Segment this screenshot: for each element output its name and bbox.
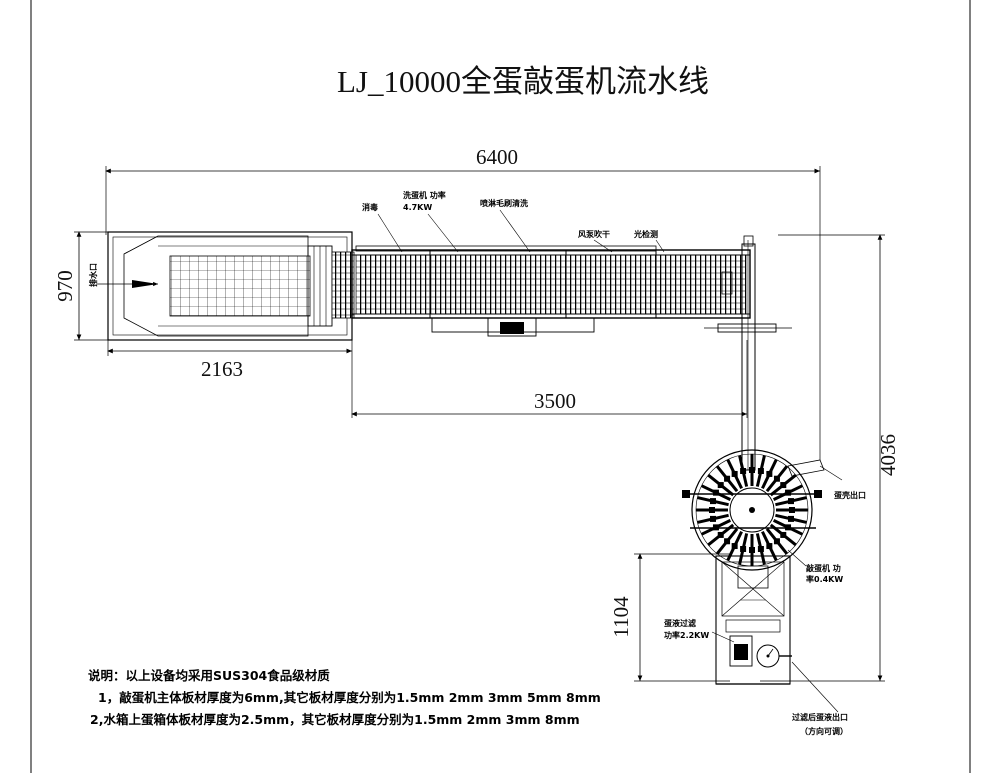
breaker-cup xyxy=(789,507,795,513)
breaker-cup xyxy=(780,531,787,538)
dimension-tank-length: 2163 xyxy=(107,340,353,418)
label-filter-power: 功率2.2KW xyxy=(664,630,709,640)
dimension-overall-length: 6400 xyxy=(105,145,821,460)
label-drain-outlet: 排水口 xyxy=(88,263,98,287)
breaker-cup xyxy=(749,547,755,553)
breaker-cup xyxy=(749,467,755,473)
breaker-cup xyxy=(740,545,747,552)
breaker-cup xyxy=(773,475,780,482)
vertical-elevator xyxy=(704,235,792,471)
breaker-cup xyxy=(787,515,794,522)
breaker-cup xyxy=(717,531,724,538)
dimension-overall-height: 4036 xyxy=(760,234,900,682)
page-frame xyxy=(30,0,971,773)
breaker-cup xyxy=(785,489,792,496)
dim-6400: 6400 xyxy=(476,145,518,169)
drawing-title: LJ_10000全蛋敲蛋机流水线 xyxy=(337,64,709,99)
label-brush-spray: 喷淋毛刷清洗 xyxy=(480,198,528,208)
water-tank xyxy=(96,231,353,341)
breaker-cup xyxy=(780,482,787,489)
dim-4036: 4036 xyxy=(876,434,900,476)
label-shell-outlet: 蛋壳出口 xyxy=(834,490,866,500)
note-line-3: 2,水箱上蛋箱体板材厚度为2.5mm，其它板材厚度分别为1.5mm 2mm 3m… xyxy=(90,712,580,727)
dimension-tank-width: 970 xyxy=(53,231,108,341)
breaker-cup xyxy=(731,543,738,550)
dim-1104: 1104 xyxy=(609,596,633,638)
note-line-1: 说明：以上设备均采用SUS304食品级材质 xyxy=(88,668,330,683)
breaker-cup xyxy=(709,507,715,513)
breaker-wheel xyxy=(682,449,843,571)
breaker-cup xyxy=(766,543,773,550)
dimension-washer-length: 3500 xyxy=(351,340,748,418)
label-light-inspect: 光检测 xyxy=(633,229,658,239)
breaker-cup xyxy=(710,515,717,522)
label-filter: 蛋液过滤 xyxy=(664,618,696,628)
label-washer: 洗蛋机 功率 xyxy=(403,190,446,200)
filter-unit xyxy=(711,549,839,713)
drain-flow-icon xyxy=(132,280,158,288)
breaker-cup xyxy=(757,468,764,475)
breaker-cup xyxy=(740,468,747,475)
breaker-cup xyxy=(712,489,719,496)
label-liquid-outlet-note: （方向可调） xyxy=(800,726,848,736)
breaker-cup xyxy=(717,482,724,489)
label-liquid-outlet: 过滤后蛋液出口 xyxy=(792,712,848,722)
label-washer-power: 4.7KW xyxy=(403,203,432,212)
dim-970: 970 xyxy=(53,270,77,302)
breaker-cup xyxy=(724,475,731,482)
dim-2163: 2163 xyxy=(201,357,243,381)
dimension-lower-height: 1104 xyxy=(609,553,730,682)
washer-motor xyxy=(500,322,524,334)
tank-mesh xyxy=(169,255,311,317)
breaker-cup xyxy=(766,470,773,477)
label-air-dry: 风泵吹干 xyxy=(578,229,610,239)
breaker-cup xyxy=(773,538,780,545)
transfer-belt xyxy=(331,251,355,319)
breaker-cup xyxy=(710,498,717,505)
breaker-cup xyxy=(787,498,794,505)
label-breaker: 敲蛋机 功 xyxy=(806,563,841,573)
breaker-cup xyxy=(731,470,738,477)
breaker-cup xyxy=(757,545,764,552)
dim-3500: 3500 xyxy=(534,389,576,413)
filter-pump xyxy=(734,644,748,660)
washer-conveyor xyxy=(351,209,751,337)
label-disinfect: 消毒 xyxy=(362,202,378,212)
label-breaker-power: 率0.4KW xyxy=(806,574,843,584)
breaker-cup xyxy=(724,538,731,545)
note-line-2: 1，敲蛋机主体板材厚度为6mm,其它板材厚度分别为1.5mm 2mm 3mm 5… xyxy=(98,690,601,705)
